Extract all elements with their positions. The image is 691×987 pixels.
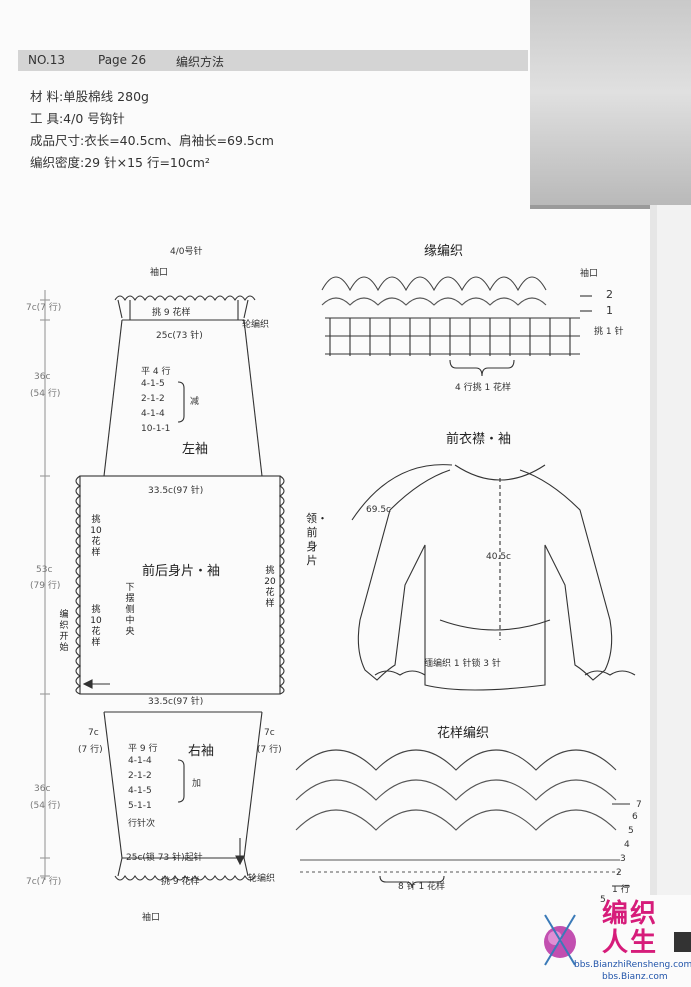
dim-right-sleeve: 36c	[34, 784, 51, 794]
dim-left-sleeve-rows: (54 行)	[30, 389, 61, 399]
edge-repeat: 4 行挑 1 花样	[455, 383, 512, 393]
front-body-outline	[357, 469, 613, 691]
pick20-label: 挑20花样	[264, 566, 276, 609]
left-sleeve-label: 左袖	[182, 442, 209, 457]
dim-left-sleeve: 36c	[34, 372, 51, 382]
pattern-chart-arcs	[295, 749, 617, 771]
increase-row-6: 行针次	[128, 819, 156, 829]
pattern-repeat: 8 针 1 花样	[398, 882, 446, 892]
pattern9-top-label: 挑 9 花样	[152, 308, 191, 318]
cuff-top-label: 袖口	[150, 268, 169, 278]
edge-chart-cuff: 袖口	[580, 269, 599, 279]
width-mid-bottom: 33.5c(97 针)	[148, 697, 204, 707]
gap-left-rows: (7 行)	[78, 745, 103, 755]
edge-bottom-label: 轮编织	[248, 874, 276, 884]
right-border-scallops	[278, 475, 285, 695]
pattern-row-6: 6	[632, 812, 638, 822]
cuff-bottom-label: 袖口	[142, 913, 161, 923]
page-number: Page 26	[98, 53, 147, 67]
dim-body-rows: (79 行)	[30, 581, 61, 591]
tool-row: 工 具:4/0 号钩针	[30, 111, 125, 126]
pattern9-bottom-label: 挑 9 花样	[161, 877, 200, 887]
front-view-title: 前衣襟・袖	[446, 432, 512, 447]
left-border-scallops	[75, 475, 82, 695]
logo-line1: 编织	[602, 899, 659, 929]
increase-row-5: 5-1-1	[128, 801, 152, 811]
logo-line2: 人生	[602, 928, 659, 958]
dim-right-sleeve-rows: (54 行)	[30, 801, 61, 811]
dim-bottom-cuff: 7c(7 行)	[26, 877, 62, 887]
edge-top-label: 轮编织	[242, 320, 270, 330]
width-mid-top: 33.5c(97 针)	[148, 486, 204, 496]
decrease-row-5: 10-1-1	[141, 424, 171, 434]
section-title: 编织方法	[176, 55, 225, 69]
increase-row-2: 4-1-4	[128, 756, 152, 766]
pattern-row-2: 2	[616, 868, 622, 878]
edge-row-1: 1	[606, 304, 613, 317]
pattern-row-1: 1 行	[612, 885, 630, 895]
edge-chart-title: 缘编织	[424, 244, 464, 259]
model-photo	[530, 0, 691, 205]
decrease-row-3: 2-1-2	[141, 394, 165, 404]
margin-strip	[650, 205, 657, 895]
decrease-label: 减	[190, 397, 200, 407]
edge-note-label: 缅编织 1 针锁 3 针	[424, 659, 501, 669]
hem-center-label: 下摆侧中央	[125, 583, 135, 637]
edge-row-2: 2	[606, 288, 613, 301]
pick10-left-lower: 挑10花样	[90, 605, 102, 648]
pattern-row-3: 3	[620, 854, 626, 864]
decrease-row-1: 平 4 行	[141, 367, 171, 377]
dim-body: 53c	[36, 565, 53, 575]
increase-row-3: 2-1-2	[128, 771, 152, 781]
decrease-row-2: 4-1-5	[141, 379, 165, 389]
hook-label: 4/0号针	[170, 247, 203, 257]
margin-strip-light	[657, 205, 691, 895]
gap-left: 7c	[88, 728, 99, 738]
sleeve-length-label: 69.5c	[366, 505, 391, 515]
body-length-label: 40.5c	[486, 552, 511, 562]
dim-top-cuff: 7c(7 行)	[26, 303, 62, 313]
pattern-row-5b: 5	[600, 895, 606, 905]
start-label: 编织开始	[59, 610, 69, 653]
material-row: 材 料:单股棉线 280g	[30, 89, 149, 104]
width-top-label: 25c(73 针)	[156, 331, 203, 341]
gap-right-rows: (7 行)	[257, 745, 282, 755]
pattern-row-7: 7	[636, 800, 642, 810]
gauge-row: 编织密度:29 针×15 行=10cm²	[30, 155, 210, 170]
increase-row-1: 平 9 行	[128, 744, 158, 754]
pick10-left: 挑10花样	[90, 515, 102, 558]
body-label: 前后身片・袖	[142, 564, 221, 579]
top-cuff-edge	[114, 295, 256, 302]
pattern-number: NO.13	[28, 53, 66, 67]
logo-url1[interactable]: bbs.BianzhiRensheng.com	[574, 960, 691, 970]
bottom-cuff-edge	[114, 874, 256, 881]
decrease-row-4: 4-1-4	[141, 409, 165, 419]
collar-label: 领・前身片	[306, 512, 328, 567]
pattern-row-4: 4	[624, 840, 630, 850]
gap-right: 7c	[264, 728, 275, 738]
edge-chart-arcs	[321, 276, 547, 292]
width-bottom: 25c(锁 73 针)起针	[126, 853, 203, 863]
increase-label: 加	[192, 779, 202, 789]
header-bar: NO.13 Page 26 编织方法	[18, 50, 528, 71]
right-sleeve-label: 右袖	[188, 744, 215, 759]
photo-divider	[530, 205, 691, 209]
size-row: 成品尺寸:衣长=40.5cm、肩袖长=69.5cm	[30, 133, 274, 148]
increase-row-4: 4-1-5	[128, 786, 152, 796]
edge-pick1: 挑 1 针	[594, 327, 624, 337]
pattern-row-5: 5	[628, 826, 634, 836]
pattern-chart-title: 花样编织	[437, 726, 490, 741]
logo-url2[interactable]: bbs.Bianz.com	[602, 972, 668, 982]
